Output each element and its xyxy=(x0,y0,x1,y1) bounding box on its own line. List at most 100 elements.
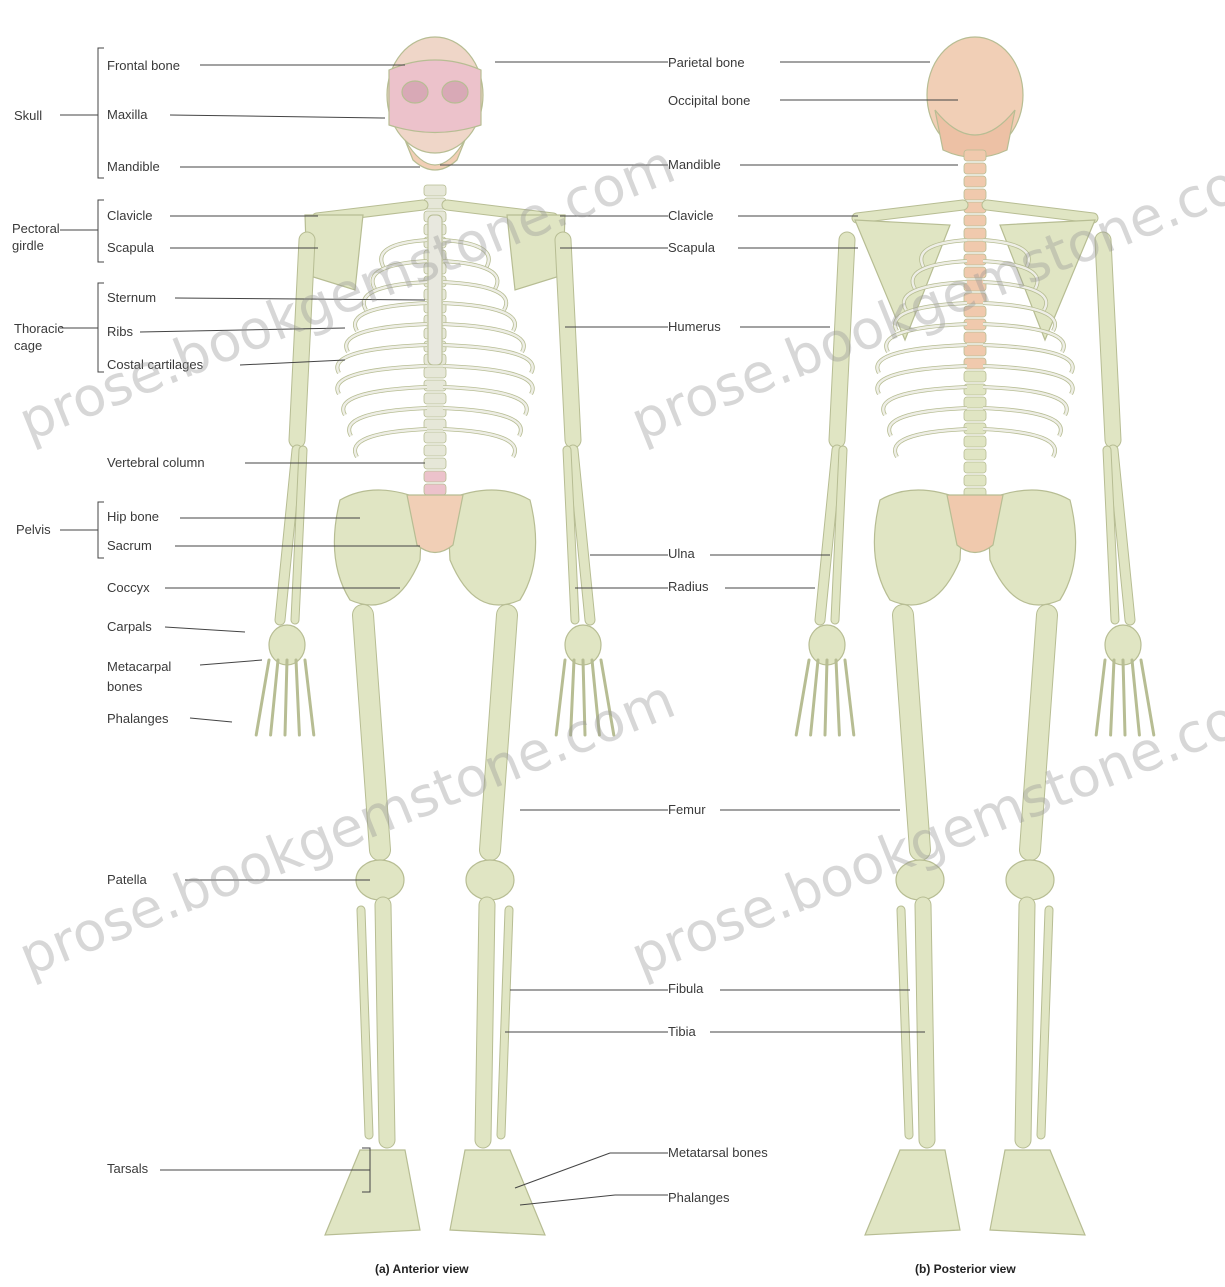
label-femur: Femur xyxy=(668,803,706,817)
anterior-finger-left xyxy=(305,660,314,735)
posterior-finger-left xyxy=(796,660,809,735)
anterior-femur-left xyxy=(363,615,380,850)
posterior-tibia-right xyxy=(1023,905,1027,1140)
posterior-vertebra xyxy=(964,163,986,174)
posterior-finger-right xyxy=(1111,660,1114,735)
posterior-vertebra xyxy=(964,436,986,447)
label-scapula-center: Scapula xyxy=(668,241,715,255)
posterior-vertebra xyxy=(964,254,986,265)
posterior-vertebra xyxy=(964,176,986,187)
posterior-knee-left xyxy=(896,860,944,900)
anterior-finger-right xyxy=(556,660,565,735)
anterior-vertebra xyxy=(424,406,446,417)
anterior-finger-left xyxy=(256,660,269,735)
posterior-scapula-left xyxy=(855,220,950,340)
posterior-vertebra xyxy=(964,358,986,369)
posterior-vertebra xyxy=(964,280,986,291)
group-label-pelvis: Pelvis xyxy=(16,521,51,538)
label-maxilla: Maxilla xyxy=(107,108,147,122)
posterior-femur-left xyxy=(903,615,920,850)
posterior-tibia-left xyxy=(923,905,927,1140)
leader-line xyxy=(200,660,262,665)
posterior-fibula-left xyxy=(901,910,909,1135)
label-patella: Patella xyxy=(107,873,147,887)
anterior-vertebra xyxy=(424,484,446,495)
posterior-vertebra xyxy=(964,371,986,382)
anterior-orbit-left xyxy=(402,81,428,103)
label-phalanges-foot: Phalanges xyxy=(668,1191,729,1205)
posterior-vertebra xyxy=(964,319,986,330)
posterior-vertebra xyxy=(964,410,986,421)
posterior-vertebra xyxy=(964,150,986,161)
caption-anterior-view: (a) Anterior view xyxy=(375,1262,469,1276)
anterior-finger-left xyxy=(285,660,287,735)
posterior-knee-right xyxy=(1006,860,1054,900)
posterior-fibula-right xyxy=(1041,910,1049,1135)
leader-line xyxy=(170,115,385,118)
anterior-orbit-right xyxy=(442,81,468,103)
anterior-rib-left-fill xyxy=(355,429,427,457)
label-mandible-left: Mandible xyxy=(107,160,160,174)
anterior-vertebra xyxy=(424,445,446,456)
anterior-fibula-left xyxy=(361,910,369,1135)
posterior-vertebra xyxy=(964,462,986,473)
posterior-scapula-right xyxy=(1000,220,1095,340)
label-fibula: Fibula xyxy=(668,982,703,996)
group-bracket xyxy=(98,48,104,178)
posterior-vertebra xyxy=(964,293,986,304)
anterior-vertebra xyxy=(424,185,446,196)
label-ulna: Ulna xyxy=(668,547,695,561)
label-sacrum: Sacrum xyxy=(107,539,152,553)
anterior-vertebra xyxy=(424,432,446,443)
label-vertebral-column: Vertebral column xyxy=(107,456,205,470)
label-sternum: Sternum xyxy=(107,291,156,305)
group-bracket xyxy=(98,283,104,372)
anterior-femur-right xyxy=(490,615,507,850)
posterior-vertebra xyxy=(964,423,986,434)
posterior-rib-right-fill xyxy=(983,429,1055,457)
posterior-finger-right xyxy=(1141,660,1154,735)
posterior-finger-left xyxy=(836,660,839,735)
posterior-foot-right xyxy=(990,1150,1085,1235)
leader-line xyxy=(515,1153,610,1188)
posterior-vertebra xyxy=(964,384,986,395)
anterior-vertebra xyxy=(424,393,446,404)
posterior-vertebra xyxy=(964,332,986,343)
label-clavicle-center: Clavicle xyxy=(668,209,714,223)
anterior-knee-right xyxy=(466,860,514,900)
group-label-pectoral-girdle: Pectoral girdle xyxy=(12,220,60,254)
leader-line xyxy=(190,718,232,722)
label-metatarsal-bones: Metatarsal bones xyxy=(668,1146,768,1160)
posterior-finger-right xyxy=(1123,660,1125,735)
group-label-skull: Skull xyxy=(14,107,42,124)
posterior-vertebra xyxy=(964,397,986,408)
caption-posterior-view: (b) Posterior view xyxy=(915,1262,1016,1276)
posterior-vertebra xyxy=(964,189,986,200)
anterior-finger-right xyxy=(583,660,585,735)
label-metacarpal-bones: Metacarpal bones xyxy=(107,657,171,697)
anterior-tibia-left xyxy=(383,905,387,1140)
anterior-humerus-left xyxy=(297,240,307,440)
leader-line xyxy=(140,328,345,332)
label-parietal-bone: Parietal bone xyxy=(668,56,745,70)
anterior-sternum xyxy=(428,215,442,365)
anterior-vertebra xyxy=(424,380,446,391)
posterior-vertebra xyxy=(964,228,986,239)
group-bracket xyxy=(98,200,104,262)
label-scapula-left: Scapula xyxy=(107,241,154,255)
anterior-fibula-right xyxy=(501,910,509,1135)
posterior-finger-left xyxy=(825,660,827,735)
leader-line xyxy=(520,1195,615,1205)
label-occipital-bone: Occipital bone xyxy=(668,94,750,108)
label-phalanges-hand: Phalanges xyxy=(107,712,168,726)
anterior-finger-left xyxy=(271,660,278,735)
group-label-thoracic-cage: Thoracic cage xyxy=(14,320,64,354)
posterior-finger-left xyxy=(811,660,818,735)
anterior-foot-right xyxy=(450,1150,545,1235)
label-carpals: Carpals xyxy=(107,620,152,634)
posterior-vertebra xyxy=(964,241,986,252)
group-bracket xyxy=(98,502,104,558)
anterior-vertebra xyxy=(424,458,446,469)
posterior-foot-left xyxy=(865,1150,960,1235)
